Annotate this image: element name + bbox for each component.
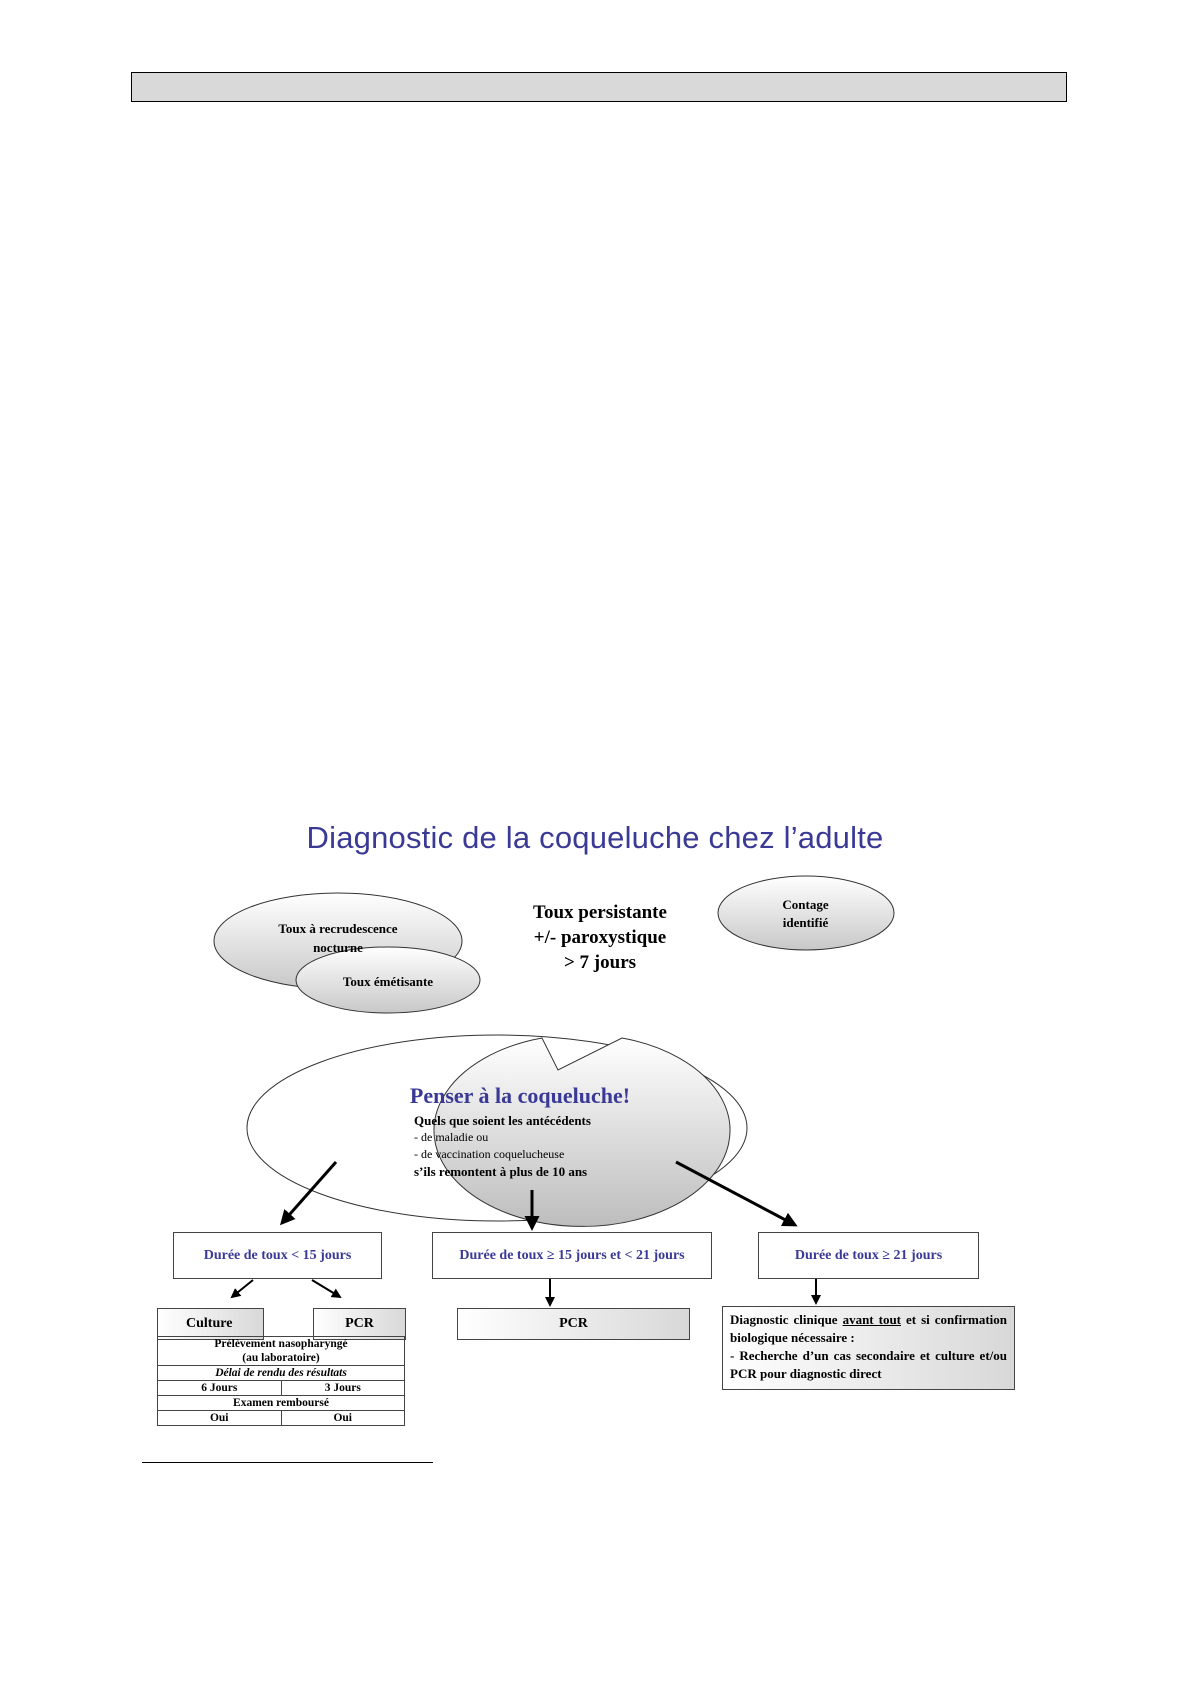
- culture-box: Culture: [157, 1308, 264, 1340]
- lab-remb-pcr: Oui: [280, 1410, 405, 1426]
- center-line1: Quels que soient les antécédents: [414, 1113, 591, 1128]
- pcr-box-middle: PCR: [457, 1308, 690, 1340]
- pcr-box-left: PCR: [313, 1308, 406, 1340]
- arrow-pcr-left: [311, 1279, 342, 1299]
- footnote-rule: [142, 1462, 433, 1463]
- center-body: Quels que soient les antécédents - de ma…: [414, 1112, 674, 1180]
- lab-delai-pcr: 3 Jours: [280, 1380, 405, 1396]
- bubble-persistante: [433, 1037, 731, 1227]
- duration-box-middle: Durée de toux ≥ 15 jours et < 21 jours: [432, 1232, 712, 1279]
- bubble-contage: [717, 875, 895, 951]
- lab-rembourse-header: Examen remboursé: [157, 1395, 405, 1411]
- arrow-culture: [230, 1279, 254, 1299]
- lab-prelevement: Prélèvement nasopharyngé (au laboratoire…: [157, 1336, 405, 1366]
- diagnostic-box: Diagnostic clinique avant tout et si con…: [722, 1306, 1015, 1390]
- bubble-recrudescence-text: Toux à recrudescence nocturne: [278, 921, 398, 955]
- arrow-right: [675, 1160, 798, 1227]
- center-line4: s’ils remontent à plus de 10 ans: [414, 1164, 588, 1179]
- diagram-title: Diagnostic de la coqueluche chez l’adult…: [306, 820, 884, 855]
- duration-box-right: Durée de toux ≥ 21 jours: [758, 1232, 979, 1279]
- bubble-emetisante: [295, 946, 481, 1014]
- lab-delai-header: Délai de rendu des résultats: [157, 1365, 405, 1381]
- center-line2: - de maladie ou: [414, 1130, 489, 1144]
- lab-table: Prélèvement nasopharyngé (au laboratoire…: [157, 1336, 405, 1426]
- center-heading: Penser à la coqueluche!: [409, 1083, 631, 1108]
- center-line3: - de vaccination coquelucheuse: [414, 1147, 565, 1161]
- lab-delai-culture: 6 Jours: [157, 1380, 282, 1396]
- bubble-emetisante-text: Toux émétisante: [342, 974, 434, 989]
- header-bar: [131, 72, 1067, 102]
- lab-remb-culture: Oui: [157, 1410, 282, 1426]
- arrow-left: [280, 1161, 338, 1226]
- bubble-persistante-text: Toux persistante +/- paroxystique > 7 jo…: [533, 902, 667, 973]
- bubble-contage-text: Contage identifié: [782, 897, 829, 930]
- duration-box-left: Durée de toux < 15 jours: [173, 1232, 382, 1279]
